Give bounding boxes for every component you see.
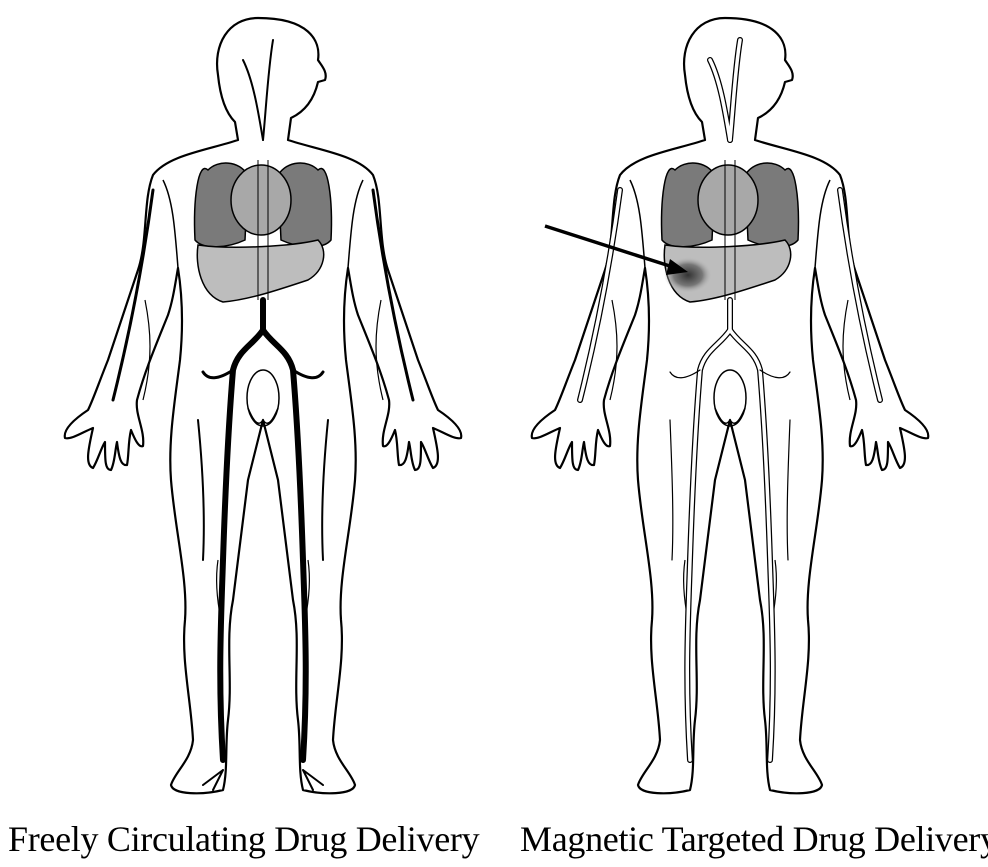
magnetic-targeted-caption: Magnetic Targeted Drug Delivery bbox=[520, 818, 988, 860]
magnetic-targeted-figure bbox=[532, 18, 929, 793]
freely-circulating-figure bbox=[65, 18, 462, 793]
freely-circulating-caption: Freely Circulating Drug Delivery bbox=[8, 818, 479, 860]
